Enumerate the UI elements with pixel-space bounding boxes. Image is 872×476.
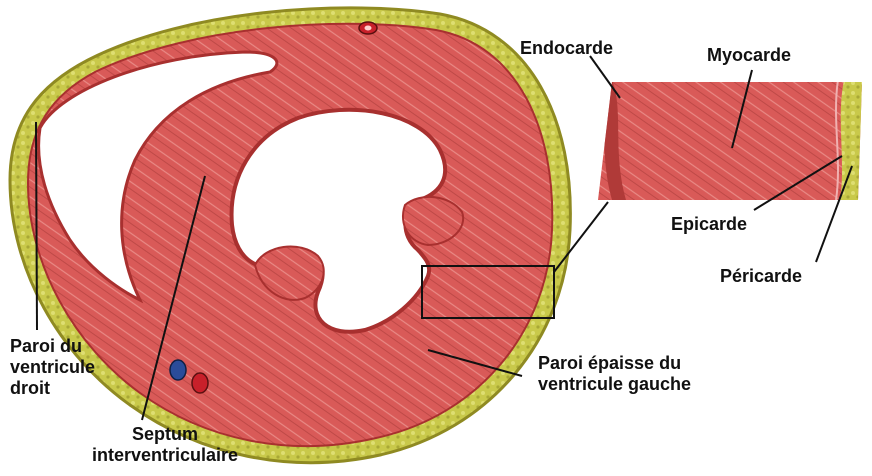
label-myocarde: Myocarde: [707, 45, 791, 66]
paroi-droit-leader: [36, 122, 37, 330]
label-paroi-ventricule-gauche: Paroi épaisse du ventricule gauche: [538, 353, 691, 395]
label-pericarde: Péricarde: [720, 266, 802, 287]
coronary-vein: [170, 360, 186, 380]
endocarde-leader: [590, 56, 620, 98]
label-epicarde: Epicarde: [671, 214, 747, 235]
coronary-artery: [192, 373, 208, 393]
label-paroi-ventricule-droit: Paroi du ventricule droit: [10, 336, 95, 399]
label-septum-interventriculaire: Septum interventriculaire: [60, 424, 270, 466]
magnified-wall-inset: [596, 80, 866, 204]
label-endocarde: Endocarde: [520, 38, 613, 59]
